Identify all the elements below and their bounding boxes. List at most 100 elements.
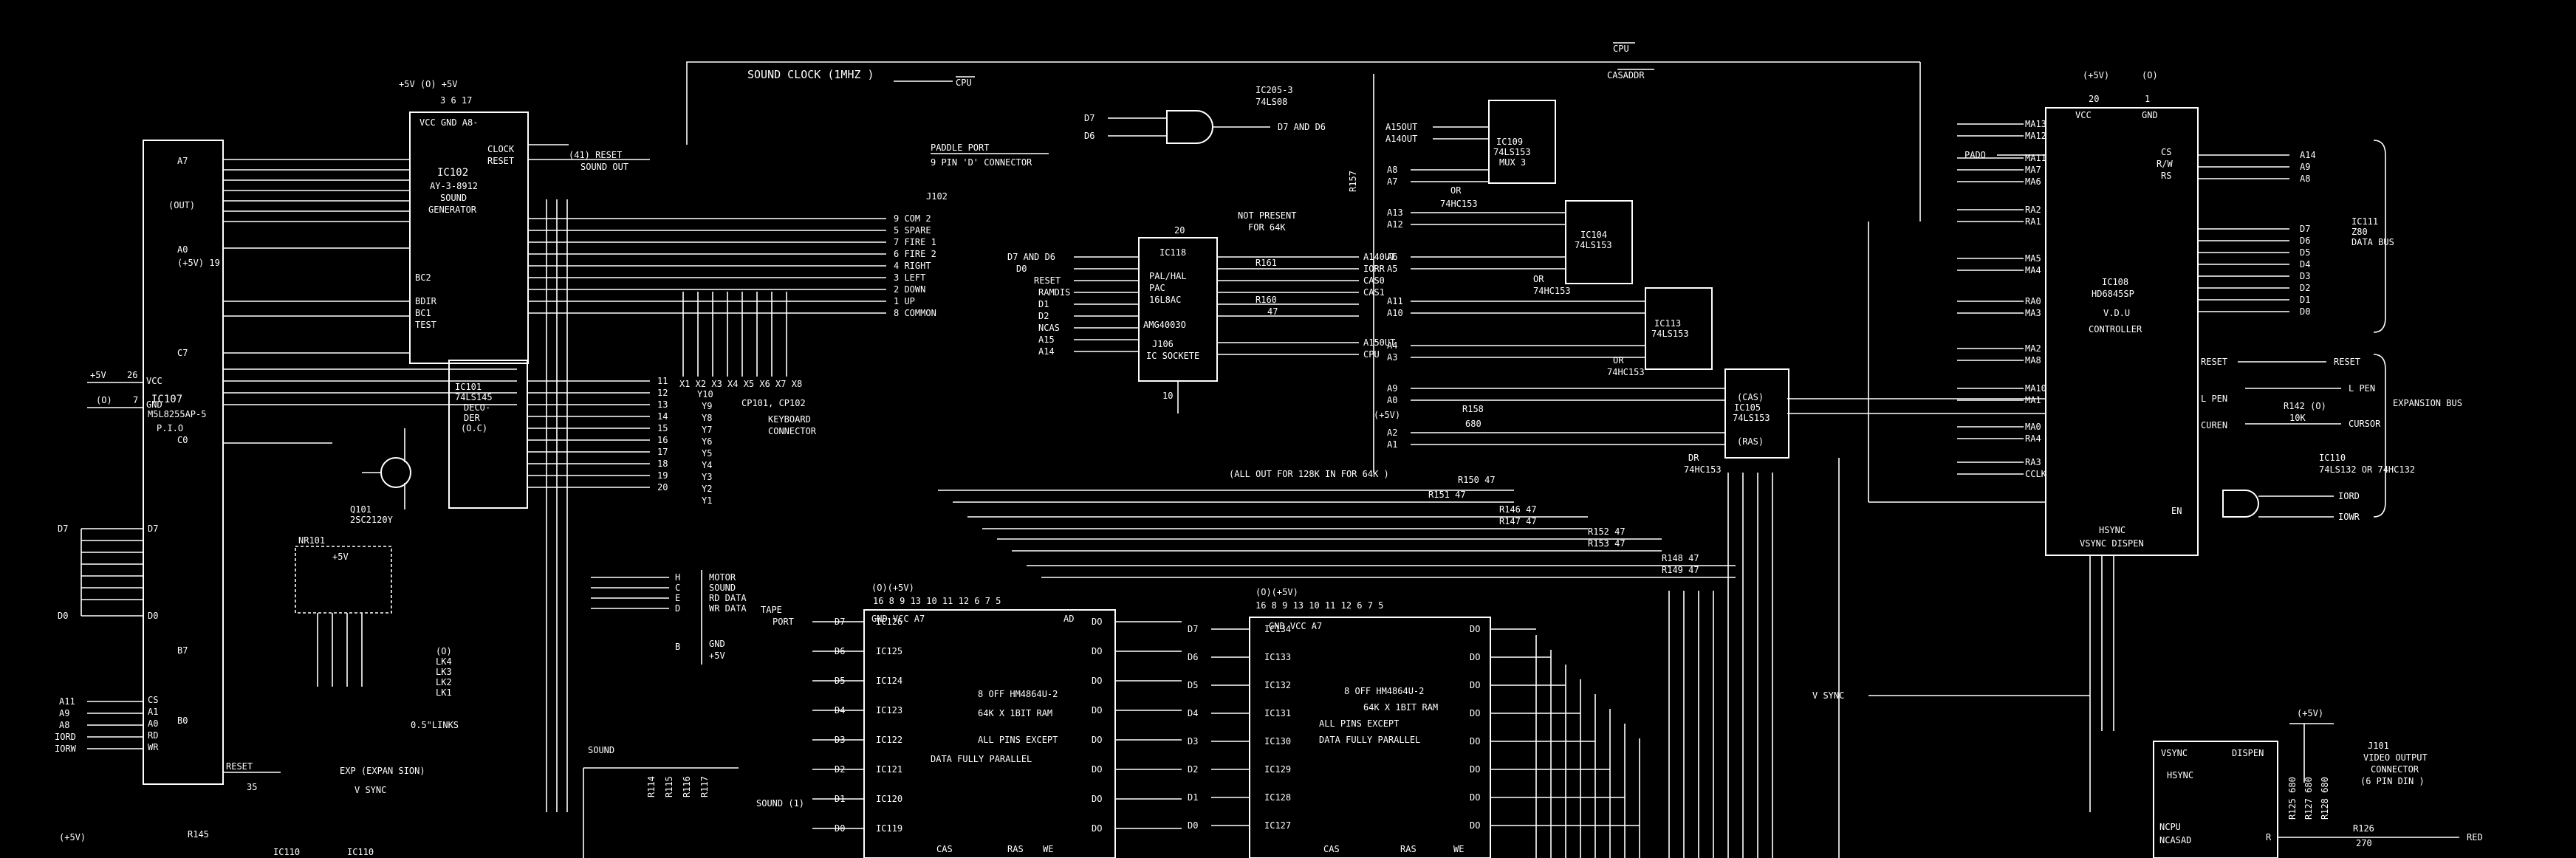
paddle-connector-label: 9 PIN 'D' CONNECTOR bbox=[931, 157, 1032, 168]
tape-letter-b: B bbox=[675, 642, 680, 652]
nr101-box bbox=[295, 546, 392, 614]
video-red: RED bbox=[2467, 832, 2483, 842]
ic118-l6: IC SOCKETE bbox=[1146, 351, 1199, 361]
ic108-gnd: GND bbox=[2142, 110, 2158, 120]
ram-left-ic: IC126 bbox=[876, 617, 902, 627]
ram-right-ic: IC127 bbox=[1264, 820, 1291, 831]
vdu-right-pin: A8 bbox=[2300, 174, 2310, 184]
ram-right-we: WE bbox=[1453, 844, 1464, 854]
q101-part: 2SC2120Y bbox=[350, 515, 394, 525]
vdu-left-pin: MA4 bbox=[2025, 265, 2041, 275]
vdu-left-pins: MA13MA12MA11MA7MA6RA2RA1MA5MA4RA0MA3MA2M… bbox=[1957, 119, 2047, 479]
ic108-part: HD6845SP bbox=[2092, 289, 2134, 299]
tape-plus5: +5V bbox=[709, 651, 725, 661]
ic107-part: M5L8255AP-5 bbox=[148, 409, 206, 419]
ic101-body bbox=[448, 360, 528, 509]
tape-letter-d: D bbox=[675, 603, 680, 614]
ic105-ras: (RAS) bbox=[1737, 436, 1764, 447]
ic111-name: IC111 bbox=[2351, 216, 2378, 227]
j102-pin-1: 9 COM 2 bbox=[894, 213, 931, 224]
ic102-pins-top: 3 6 17 bbox=[440, 95, 472, 106]
ic205-part: 74LS08 bbox=[1256, 97, 1287, 107]
kbd-y9: Y9 bbox=[702, 401, 712, 411]
video-plus5: (+5V) bbox=[2297, 708, 2323, 718]
r161-label: R161 bbox=[1256, 258, 1277, 268]
dec-out-11: 11 bbox=[657, 376, 668, 386]
ram-right-data-in: D2 bbox=[1188, 764, 1198, 775]
mux-in-a12: A12 bbox=[1387, 219, 1403, 230]
pal-in-a15: A15 bbox=[1038, 334, 1055, 345]
mux-in-a5: A5 bbox=[1387, 264, 1397, 274]
ic102-desc2: GENERATOR bbox=[428, 205, 477, 215]
vdu-right-pin: A14 bbox=[2300, 150, 2316, 160]
vdu-right-pin: A9 bbox=[2300, 162, 2310, 172]
ram-right-ic: IC133 bbox=[1264, 652, 1291, 662]
ram-right-pins: 16 8 9 13 10 11 12 6 7 5 bbox=[1256, 600, 1383, 611]
ram-right-note4: DATA FULLY PARALLEL bbox=[1319, 735, 1420, 745]
ic107-pin-c0: C0 bbox=[177, 435, 188, 445]
j102-pin-3: 7 FIRE 1 bbox=[894, 237, 936, 247]
dec-out-19: 19 bbox=[657, 470, 668, 481]
kbd-y4: Y4 bbox=[702, 460, 712, 470]
ram-right-data-in: D0 bbox=[1188, 820, 1198, 831]
ram-left-cas: CAS bbox=[936, 844, 953, 854]
ic107-pin-gnd: 7 bbox=[133, 395, 138, 405]
vdu-lpen: L PEN bbox=[2201, 394, 2227, 404]
tape-gnd: GND bbox=[709, 639, 725, 649]
vdu-right-pin: D2 bbox=[2300, 283, 2310, 293]
ram-left-ic: IC122 bbox=[876, 735, 902, 745]
video-r: R bbox=[2266, 832, 2272, 842]
vdu-right-pin: D1 bbox=[2300, 295, 2310, 305]
pal-out-a15out: A150UT bbox=[1363, 337, 1395, 348]
ic109-body bbox=[1488, 100, 1556, 184]
r128-label: R128 680 bbox=[2320, 777, 2330, 820]
ic108-zero: (O) bbox=[2142, 70, 2158, 80]
ram-left-ras: RAS bbox=[1007, 844, 1024, 854]
ic107-name: IC107 bbox=[151, 394, 182, 405]
ic205-name: IC205-3 bbox=[1256, 85, 1293, 95]
data-bus-right bbox=[1535, 635, 1640, 858]
vdu-left-pin: MA1 bbox=[2025, 395, 2041, 405]
ram-right-note3: ALL PINS EXCEPT bbox=[1319, 718, 1399, 729]
dec-out-17: 17 bbox=[657, 447, 668, 457]
ram-right-data-in: D6 bbox=[1188, 652, 1198, 662]
vsync-label: V SYNC bbox=[1812, 690, 1844, 701]
ram-left-ic: IC119 bbox=[876, 823, 902, 834]
ic105-cas: (CAS) bbox=[1737, 392, 1764, 402]
nr101-plus5: +5V bbox=[332, 552, 349, 562]
link-lk2: LK2 bbox=[436, 677, 452, 687]
kbd-y5: Y5 bbox=[702, 448, 712, 459]
j101-name: J101 bbox=[2368, 741, 2389, 751]
ic118-l3: 16L8AC bbox=[1149, 295, 1181, 305]
ic104-part: 74LS153 bbox=[1575, 240, 1612, 250]
ram-left-supply: (O)(+5V) bbox=[871, 583, 914, 593]
keyboard-connector: X1 X2 X3 X4 X5 X6 X7 X8 Y10 Y9 Y8 Y7 Y6 … bbox=[679, 292, 817, 506]
links-zero: (O) bbox=[436, 646, 452, 656]
ic101-desc1: DECO- bbox=[464, 402, 490, 413]
ic110-part: 74LS132 OR 74HC132 bbox=[2319, 464, 2415, 475]
ram-left-do: DO bbox=[1092, 676, 1102, 686]
kbd-y7: Y7 bbox=[702, 425, 712, 435]
ic113-name: IC113 bbox=[1654, 318, 1681, 329]
ic118-l4: AMG4003O bbox=[1143, 320, 1186, 330]
ram-right-ic: IC130 bbox=[1264, 736, 1291, 747]
ram-left-note4: DATA FULLY PARALLEL bbox=[931, 754, 1032, 764]
ic101-part: 74LS145 bbox=[455, 392, 493, 402]
ic107-address-inputs: A11 A9 A8 IORD IORW bbox=[55, 696, 143, 754]
and-gate-symbol bbox=[1166, 110, 1213, 144]
mux-inputs: A15OUT A14OUT A8 A7 A13 A12 A6 A5 A11 A1… bbox=[1348, 74, 1725, 473]
ic107-vsync-label: V SYNC bbox=[354, 785, 386, 795]
r158-val: 680 bbox=[1465, 419, 1481, 429]
mux-chips: IC109 74LS153 MUX 3 OR 74HC153 IC104 74L… bbox=[1440, 100, 1789, 475]
addr-a8: A8 bbox=[59, 720, 69, 730]
j102-pin-8: 1 UP bbox=[894, 296, 915, 306]
ram-right-do: DO bbox=[1470, 708, 1480, 718]
ram-left-do: DO bbox=[1092, 794, 1102, 804]
ic118-l5: J106 bbox=[1152, 339, 1174, 349]
ic107-pin-out: (OUT) bbox=[168, 200, 195, 210]
vdu-right-pin: D6 bbox=[2300, 236, 2310, 246]
pal-in-ramdis: RAMDIS bbox=[1038, 287, 1070, 298]
j102-pin-2: 5 SPARE bbox=[894, 225, 931, 236]
